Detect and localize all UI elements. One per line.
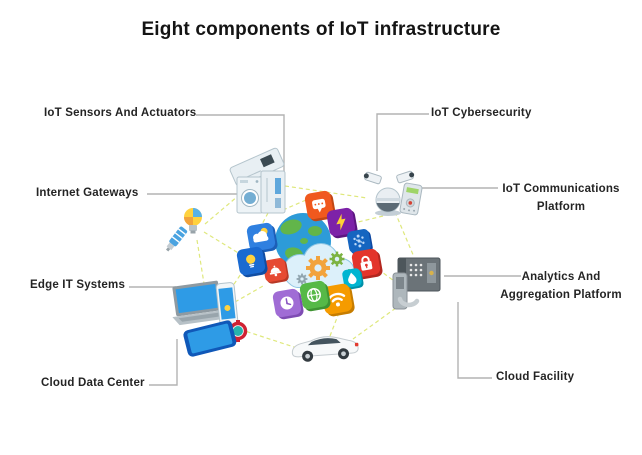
- label-iot-cybersecurity: IoT Cybersecurity: [431, 107, 532, 119]
- water-drop-icon: [342, 268, 364, 290]
- washing-machine-illustration: [236, 176, 264, 214]
- notification-bell-icon: [263, 258, 289, 284]
- cfl-bulb-illustration: [165, 226, 188, 252]
- access-keypad-icon: [399, 182, 423, 216]
- clock-icon: [272, 288, 304, 320]
- connected-car-illustration: [291, 336, 359, 362]
- eco-globe-icon: [299, 280, 331, 312]
- label-cloud-data-center: Cloud Data Center: [41, 377, 145, 389]
- smartphone-illustration: [215, 282, 239, 326]
- infographic-title: Eight components of IoT infrastructure: [141, 19, 501, 40]
- gear-icon: [296, 273, 308, 285]
- gear-icon: [329, 251, 345, 267]
- dome-camera-icon: [375, 187, 401, 216]
- cctv-camera-left-icon: [363, 171, 382, 185]
- lightning-icon: [326, 207, 358, 239]
- label-edge-it-systems: Edge IT Systems: [30, 279, 126, 291]
- tablet-illustration: [183, 320, 237, 357]
- label-analytics-and-aggregation-platform: Analytics And Aggregation Platform: [500, 271, 622, 301]
- smart-bulb-illustration: [184, 208, 202, 234]
- lightbulb-icon: [236, 246, 268, 278]
- label-connector-lines: [129, 113, 521, 386]
- cloud-weather-icon: [246, 222, 278, 254]
- label-internet-gateways: Internet Gateways: [36, 187, 139, 199]
- laptop-illustration: [172, 280, 234, 326]
- wifi-icon: [321, 283, 355, 317]
- smart-door-lock-illustration: [392, 257, 441, 310]
- gear-icon: [306, 256, 330, 280]
- label-iot-sensors-and-actuators: IoT Sensors And Actuators: [44, 107, 197, 119]
- refrigerator-illustration: [260, 170, 286, 214]
- label-cloud-facility: Cloud Facility: [496, 371, 575, 383]
- label-iot-communications-platform: IoT Communications Platform: [502, 183, 620, 213]
- network-dots-icon: [347, 229, 373, 255]
- cctv-camera-right-icon: [396, 170, 415, 184]
- air-conditioner-illustration: [229, 147, 285, 187]
